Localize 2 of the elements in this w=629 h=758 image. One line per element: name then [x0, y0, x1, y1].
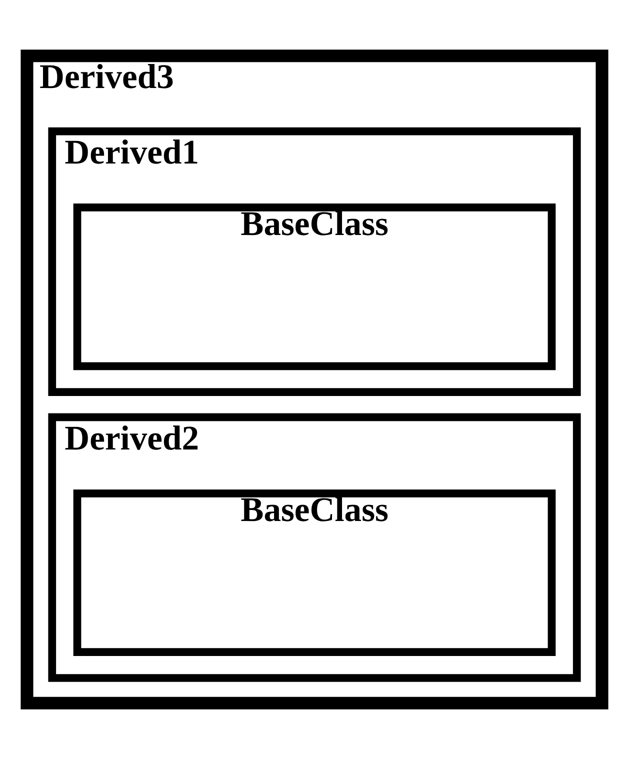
node-box: BaseClass: [73, 488, 556, 656]
node-box: BaseClass: [73, 203, 556, 370]
